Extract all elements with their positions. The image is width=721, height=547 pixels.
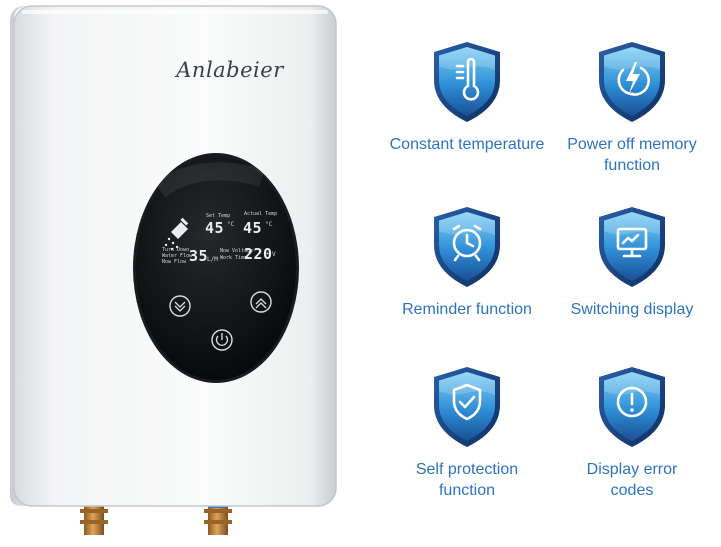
lightning-icon [599,42,665,122]
set-temp-value: 45 [205,219,225,237]
feature-label: Display error codes [586,461,678,499]
brand-logo: Anlabeier [176,58,284,82]
temp-down-button[interactable] [169,295,191,317]
temp-up-button[interactable] [250,291,272,313]
feature-constant-temperature: Constant temperature [377,40,557,155]
actual-temp-value: 45 [243,219,263,237]
exclamation-icon [599,367,665,447]
control-panel [133,153,299,383]
shield-check-icon [434,367,500,447]
feature-reminder: Reminder function [377,205,557,320]
voltage-value: 220 [244,245,273,263]
feature-label: Power off memory function [567,136,697,174]
alarm-clock-icon [434,207,500,287]
power-button[interactable] [211,329,233,351]
flow-label-2: Water Flow [162,253,193,259]
voltage-label-2: Work Time [220,255,248,261]
monitor-icon [599,207,665,287]
feature-label: Constant temperature [389,136,545,153]
feature-self-protection: Self protection function [377,365,557,501]
voltage-label: Now Voltage [220,248,254,254]
feature-error-codes: Display error codes [547,365,717,501]
heater-illustration [10,5,337,535]
flow-unit: L/M [207,256,218,263]
voltage-unit: V [272,251,276,258]
feature-label: Switching display [570,301,694,318]
water-heater-product-image: Anlabeier Set Temp Actual Temp 45 °C 45 … [0,0,360,547]
flow-value: 35 [189,247,209,265]
feature-power-off-memory: Power off memory function [547,40,717,176]
feature-label: Reminder function [402,301,532,318]
feature-grid: Constant temperature Power off memory fu… [360,0,721,547]
set-temp-unit: °C [227,221,235,228]
feature-switching-display: Switching display [547,205,717,320]
actual-temp-unit: °C [265,221,273,228]
shower-icon [164,217,189,251]
flow-label-1: Turn Down [162,247,190,253]
actual-temp-label: Actual Temp [244,211,278,217]
set-temp-label: Set Temp [206,213,231,219]
flow-label-3: Now Flow [162,259,187,265]
thermometer-icon [434,42,500,122]
feature-label: Self protection function [415,461,519,499]
water-pipes [80,502,232,535]
